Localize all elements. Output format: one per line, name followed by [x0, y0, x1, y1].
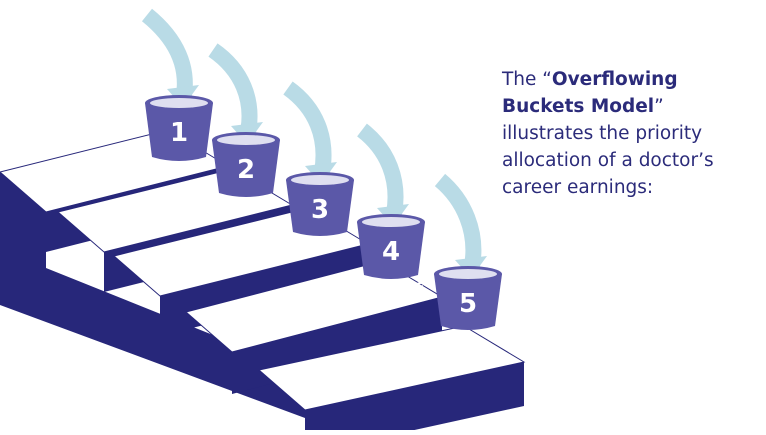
flow-arrow-3 [283, 81, 337, 184]
flow-arrow-4 [356, 123, 409, 226]
stair-riser-5 [305, 362, 524, 435]
bucket-number-1: 1 [170, 118, 188, 148]
staircase-side [0, 172, 305, 418]
flow-arrow-5 [434, 173, 487, 278]
caption-line-4: allocation of a doctor’s [502, 150, 714, 171]
caption-line-5: career earnings: [502, 177, 654, 198]
bucket-3: 3 [286, 172, 354, 236]
bucket-number-3: 3 [311, 195, 329, 225]
caption-line-1-pre: The “ [502, 69, 552, 90]
bucket-5: 5 [434, 266, 502, 330]
bucket-2: 2 [212, 132, 280, 197]
caption-bold-2: Buckets Model [502, 96, 655, 117]
bucket-number-5: 5 [459, 289, 477, 319]
flow-arrow-2 [208, 43, 263, 144]
caption-line-2-post: ” [654, 96, 664, 117]
flow-arrow-1 [141, 8, 199, 107]
caption-text: The “Overflowing Buckets Model” illustra… [502, 66, 752, 201]
bucket-number-2: 2 [237, 155, 255, 185]
stair-step-5: PERSONAL SIGNIFICANCE [257, 325, 526, 435]
caption-bold-1: Overflowing [551, 69, 678, 90]
bucket-4: 4 [357, 214, 425, 279]
bucket-1: 1 [145, 95, 213, 161]
bucket-number-4: 4 [382, 237, 400, 267]
caption-line-3: illustrates the priority [502, 123, 703, 144]
